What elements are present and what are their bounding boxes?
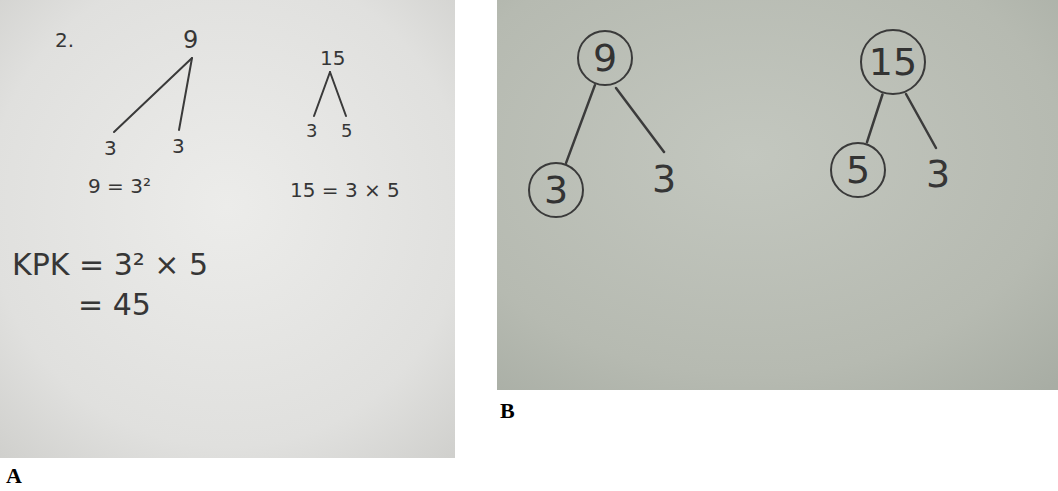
factorization: 15 = 3 × 5 [290, 180, 400, 200]
number-text: 3 [544, 171, 568, 209]
tree-branch [314, 72, 330, 116]
factor-number: 3 [652, 160, 676, 198]
factor-number: 3 [926, 155, 950, 193]
tree-branch [114, 58, 192, 132]
circled-number: 5 [830, 142, 886, 198]
lcm-result: = 45 [78, 290, 151, 320]
factor-number: 3 [172, 136, 185, 156]
panel-letter: B [500, 400, 515, 422]
circled-number: 15 [860, 29, 926, 95]
lcm-result: KPK = 3² × 5 [12, 250, 208, 280]
photo-a [0, 0, 455, 458]
tree-branch [906, 94, 936, 148]
tree-branch [867, 95, 883, 143]
photo-b [497, 0, 1058, 390]
factor-number: 9 [183, 28, 198, 52]
tree-branch [616, 88, 664, 152]
factor-number: 5 [341, 122, 352, 140]
circled-number: 9 [577, 30, 633, 86]
circled-number: 3 [528, 162, 584, 218]
tree-branch [179, 58, 192, 130]
number-text: 5 [846, 151, 870, 189]
factor-number: 3 [306, 122, 317, 140]
number-text: 15 [869, 43, 917, 81]
factor-number: 3 [104, 138, 117, 158]
panel-letter: A [6, 465, 22, 487]
factor-number: 15 [320, 48, 345, 68]
tree-branch [566, 85, 595, 163]
tree-branch [330, 72, 346, 116]
question-number: 2. [55, 30, 74, 50]
factorization: 9 = 3² [88, 176, 151, 196]
number-text: 9 [593, 39, 617, 77]
